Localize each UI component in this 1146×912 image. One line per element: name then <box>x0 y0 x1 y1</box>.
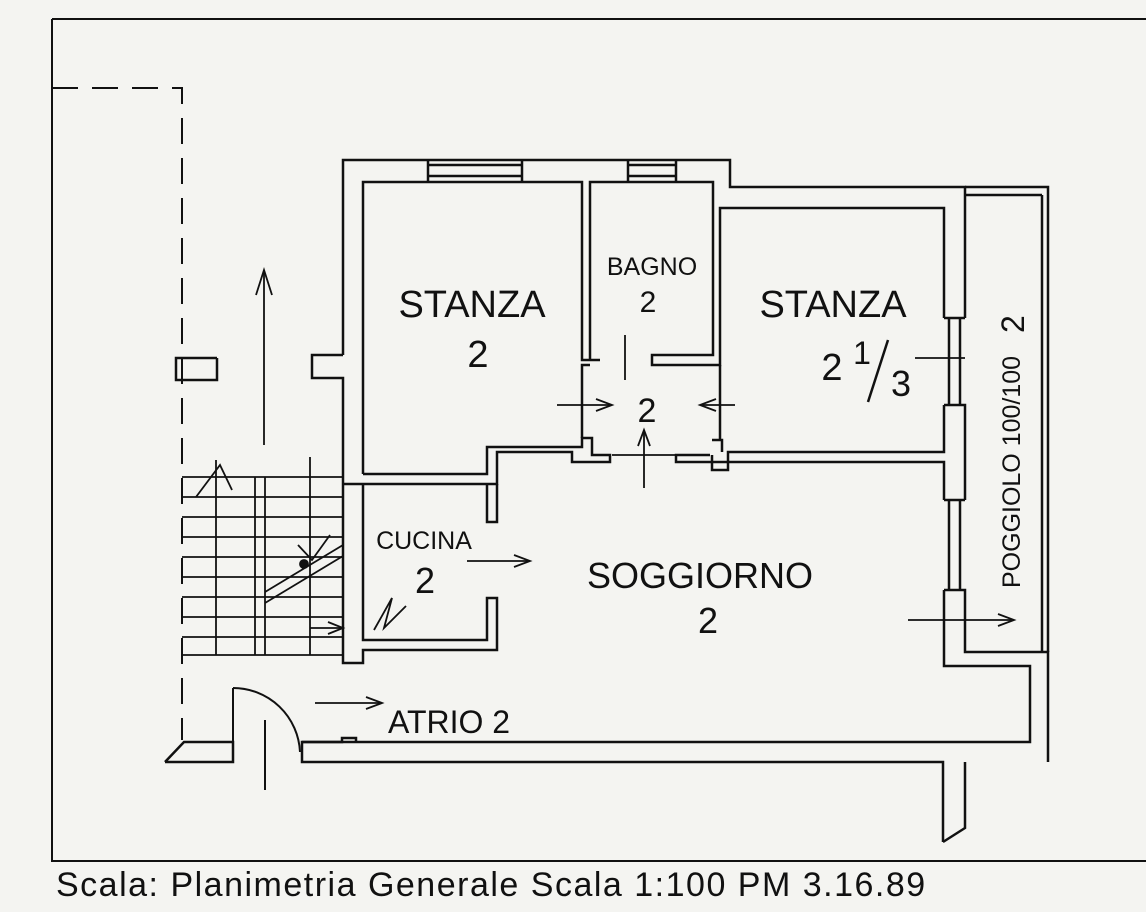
stanza-right-value: 2 <box>821 347 842 389</box>
entry-door <box>232 686 301 790</box>
walls <box>164 158 1050 844</box>
bagno-value: 2 <box>640 286 657 319</box>
soggiorno-name: SOGGIORNO <box>587 555 813 596</box>
poggiolo-value: 2 <box>995 315 1031 333</box>
stanza-left-value: 2 <box>467 334 488 376</box>
atrio-label: ATRIO 2 <box>388 704 510 740</box>
cucina-name: CUCINA <box>376 527 472 555</box>
sheet-border <box>51 18 1146 862</box>
stanza-right-fraction-den: 3 <box>891 363 911 404</box>
arrows <box>255 267 1017 710</box>
poggiolo-label: POGGIOLO 100/100 <box>998 356 1026 588</box>
cucina-value: 2 <box>415 560 435 601</box>
staircase <box>182 457 344 656</box>
disimpegno-value: 2 <box>638 392 657 430</box>
stanza-left-name: STANZA <box>398 284 546 326</box>
soggiorno-value: 2 <box>698 600 718 641</box>
stanza-right-fraction-num: 1 <box>853 335 871 371</box>
fraction-slash <box>866 339 890 403</box>
stanza-right-name: STANZA <box>759 284 907 326</box>
bagno-name: BAGNO <box>607 253 697 281</box>
drawing-caption: Scala: Planimetria Generale Scala 1:100 … <box>56 866 927 904</box>
property-boundary-dashed <box>52 87 183 740</box>
